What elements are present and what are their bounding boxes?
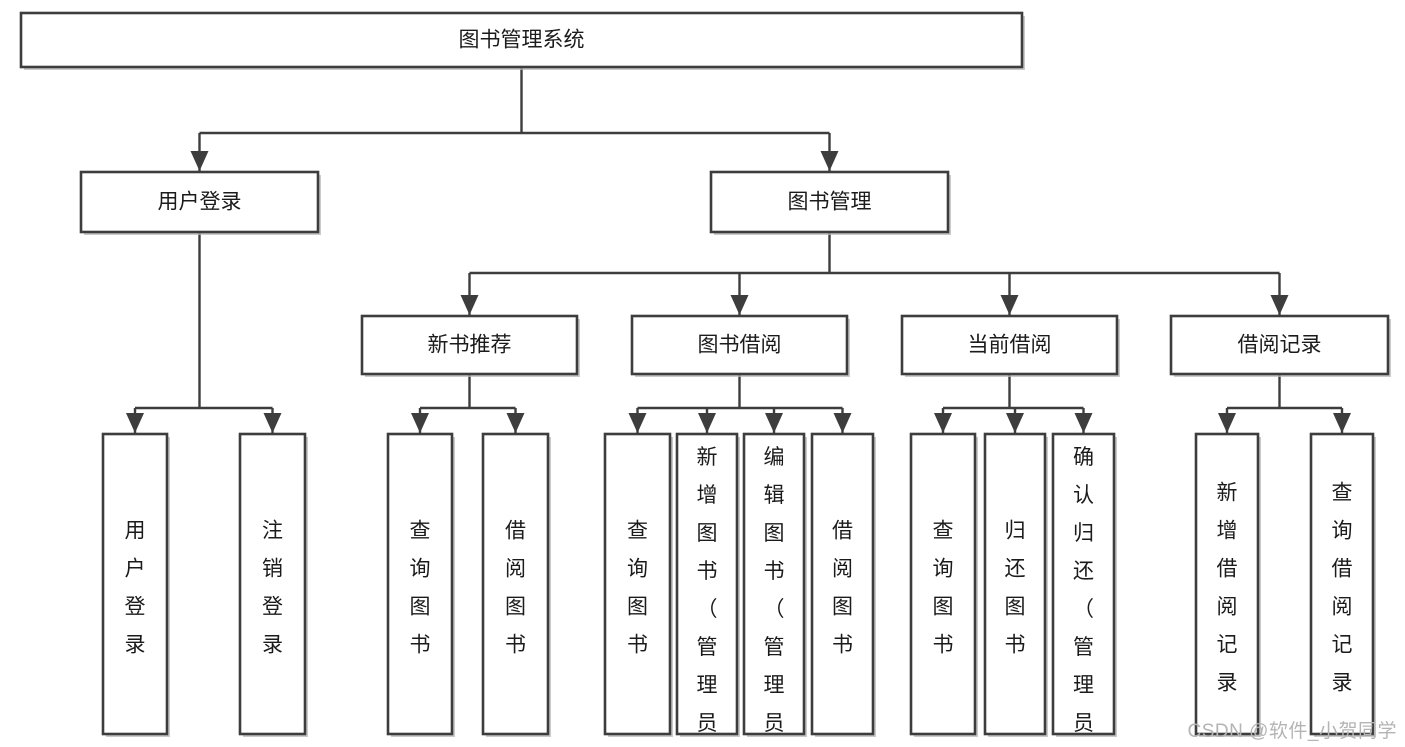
node-box[interactable] [79, 170, 320, 234]
node-box[interactable] [238, 432, 307, 736]
node-label: 查询图书 [627, 520, 648, 657]
node-leaf-query-book-rec[interactable]: 查询图书 [386, 432, 455, 737]
node-label: 注销登录 [262, 520, 283, 657]
arrow-head-icon [411, 413, 429, 433]
node-box[interactable] [900, 314, 1119, 376]
edge-group-book-borrow [628, 374, 852, 433]
edge-group-book-manage [460, 232, 1289, 315]
node-label: 图书管理 [788, 191, 872, 214]
node-box[interactable] [810, 432, 875, 736]
node-box[interactable] [481, 432, 550, 736]
node-leaf-query-book[interactable]: 查询图书 [603, 432, 673, 737]
node-label: 借阅图书 [505, 520, 526, 657]
node-box[interactable] [1194, 432, 1260, 736]
node-box[interactable] [1309, 432, 1375, 736]
arrow-head-icon [820, 151, 839, 171]
edge-group-root [190, 67, 839, 171]
node-box[interactable] [630, 314, 849, 376]
arrow-head-icon [765, 413, 783, 433]
node-box[interactable] [386, 432, 454, 736]
arrow-head-icon [1270, 295, 1289, 315]
arrow-head-icon [934, 413, 952, 433]
node-box[interactable] [360, 314, 579, 376]
node-leaf-query-borrow-record[interactable]: 查询借阅记录 [1309, 432, 1376, 737]
arrow-head-icon [698, 413, 716, 433]
node-leaf-confirm-return-admin[interactable]: 确认归还（管理员） [1051, 432, 1117, 747]
edge-layer [126, 67, 1351, 433]
arrow-head-icon [1006, 413, 1024, 433]
node-leaf-borrow-book-rec[interactable]: 借阅图书 [481, 432, 551, 737]
arrow-head-icon [1333, 413, 1351, 433]
node-label: 用户登录 [158, 191, 242, 214]
node-root[interactable]: 图书管理系统 [19, 11, 1025, 70]
node-box[interactable] [1051, 432, 1116, 736]
node-box[interactable] [675, 432, 739, 736]
node-label: 确认归还（管理员） [1073, 446, 1094, 747]
node-leaf-user-login[interactable]: 用户登录 [101, 432, 170, 737]
node-label: 新增图书（管理员） [697, 446, 718, 747]
node-label: 图书管理系统 [459, 29, 585, 52]
node-box[interactable] [709, 170, 950, 234]
node-leaf-edit-book-admin[interactable]: 编辑图书（管理员） [742, 432, 807, 747]
node-leaf-borrow-book[interactable]: 借阅图书 [810, 432, 876, 737]
arrow-head-icon [628, 413, 647, 433]
arrow-head-icon [730, 295, 749, 315]
node-box[interactable] [983, 432, 1047, 736]
edge-group-new-book-rec [411, 374, 525, 433]
node-leaf-logout[interactable]: 注销登录 [238, 432, 308, 737]
node-label: 查询图书 [410, 520, 431, 657]
arrow-head-icon [833, 413, 852, 433]
node-book-borrow[interactable]: 图书借阅 [630, 314, 850, 377]
node-leaf-return-book[interactable]: 归还图书 [983, 432, 1048, 737]
node-layer: 图书管理系统用户登录图书管理新书推荐图书借阅当前借阅借阅记录用户登录注销登录查询… [19, 11, 1391, 747]
node-label: 新书推荐 [428, 334, 512, 357]
node-label: 编辑图书（管理员） [764, 446, 785, 747]
node-current-borrow[interactable]: 当前借阅 [900, 314, 1120, 377]
node-book-manage[interactable]: 图书管理 [709, 170, 951, 235]
arrow-head-icon [1074, 413, 1093, 433]
arrow-head-icon [263, 413, 282, 433]
node-label: 新增借阅记录 [1217, 482, 1238, 695]
node-label: 借阅记录 [1238, 334, 1322, 357]
node-user-login[interactable]: 用户登录 [79, 170, 321, 235]
node-label: 查询借阅记录 [1332, 482, 1353, 695]
arrow-head-icon [190, 151, 209, 171]
arrow-head-icon [126, 413, 144, 433]
node-leaf-query-book-cur[interactable]: 查询图书 [909, 432, 978, 737]
node-box[interactable] [101, 432, 169, 736]
node-box[interactable] [742, 432, 806, 736]
node-label: 用户登录 [125, 520, 146, 657]
node-box[interactable] [19, 11, 1024, 69]
node-label: 归还图书 [1005, 520, 1026, 657]
edge-group-borrow-record [1218, 374, 1351, 433]
node-label: 图书借阅 [698, 334, 782, 357]
node-borrow-record[interactable]: 借阅记录 [1169, 314, 1391, 377]
node-label: 当前借阅 [968, 334, 1052, 357]
arrow-head-icon [1000, 295, 1019, 315]
edge-group-user-login [126, 232, 282, 433]
node-box[interactable] [1169, 314, 1390, 376]
node-box[interactable] [603, 432, 672, 736]
node-box[interactable] [909, 432, 977, 736]
arrow-head-icon [506, 413, 525, 433]
node-new-book-rec[interactable]: 新书推荐 [360, 314, 580, 377]
edge-group-current-borrow [934, 374, 1093, 433]
arrow-head-icon [460, 295, 479, 315]
node-label: 借阅图书 [832, 520, 853, 657]
node-leaf-add-book-admin[interactable]: 新增图书（管理员） [675, 432, 740, 747]
node-leaf-add-borrow-record[interactable]: 新增借阅记录 [1194, 432, 1261, 737]
arrow-head-icon [1218, 413, 1236, 433]
node-label: 查询图书 [933, 520, 954, 657]
